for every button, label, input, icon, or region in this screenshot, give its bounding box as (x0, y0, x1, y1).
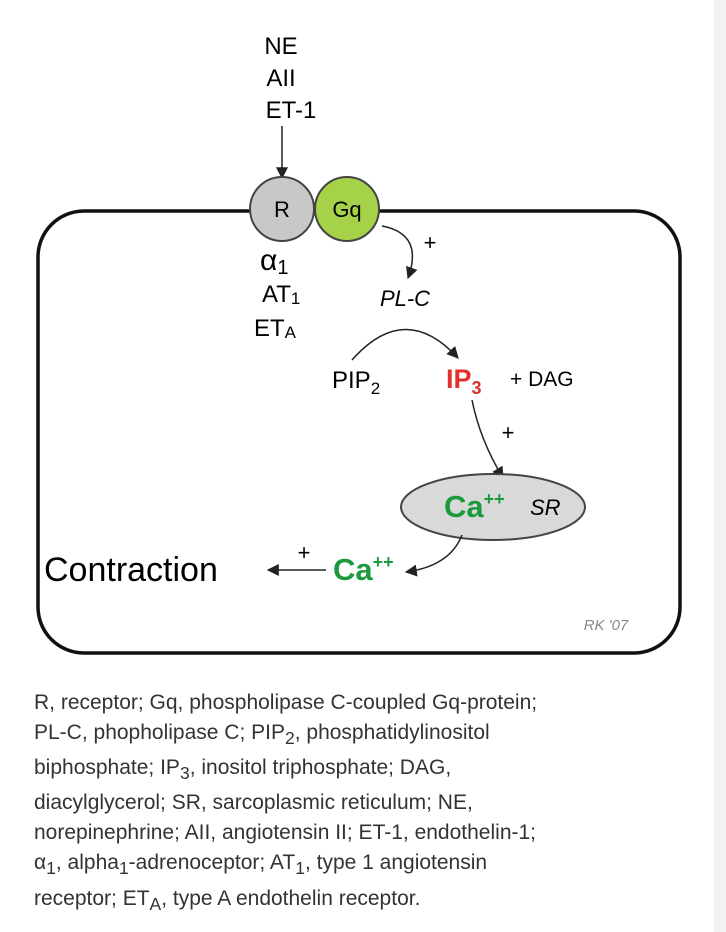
caption-line: diacylglycerol; SR, sarcoplasmic reticul… (34, 791, 473, 815)
subtype-eta: ETA (254, 315, 297, 342)
plus-ip3: + (502, 420, 515, 445)
ligand-et1: ET-1 (266, 97, 317, 124)
caption-line: α1, alpha1-adrenoceptor; AT1, type 1 ang… (34, 851, 488, 879)
pip2-to-ip3-arrow (351, 328, 459, 361)
plus-ca: + (298, 540, 311, 565)
substrate-pip2: PIP2 (332, 367, 380, 398)
signaling-diagram: NE AII ET-1 R Gq α1 AT1 ETA + PL-C PIP2 … (36, 33, 682, 655)
sr-calcium: Ca++ (444, 489, 505, 524)
receptor-label: R (274, 197, 290, 222)
caption-line: norepinephrine; AII, angiotensin II; ET-… (34, 821, 537, 845)
outcome-contraction: Contraction (44, 551, 218, 589)
cytosol-calcium: Ca++ (333, 552, 394, 587)
sr-label: SR (530, 495, 561, 520)
caption-line: PL-C, phopholipase C; PIP2, phosphatidyl… (34, 721, 490, 749)
caption-line: R, receptor; Gq, phospholipase C-coupled… (34, 691, 538, 714)
plus-gq: + (424, 230, 437, 255)
gprotein-label: Gq (332, 197, 361, 222)
product-ip3: IP3 (446, 364, 482, 398)
ligand-aii: AII (266, 65, 295, 92)
sr-to-ca-arrow (404, 534, 463, 577)
subtype-at1: AT1 (262, 281, 300, 308)
coproduct-dag: + DAG (510, 368, 574, 391)
enzyme-plc: PL-C (380, 286, 430, 311)
ligand-ne: NE (264, 33, 297, 60)
caption-line: receptor; ETA, type A endothelin recepto… (34, 886, 421, 914)
gprotein-circle (314, 176, 380, 242)
sarcoplasmic-reticulum (400, 473, 586, 541)
legend-caption: R, receptor; Gq, phospholipase C-coupled… (34, 688, 694, 919)
ip3-to-sr-arrow (471, 399, 504, 480)
gq-to-plc-arrow (381, 225, 418, 280)
subtype-alpha1: α1 (260, 244, 288, 279)
right-edge-strip (714, 0, 726, 932)
caption-line: biphosphate; IP3, inositol triphosphate;… (34, 756, 452, 784)
author-signature: RK '07 (584, 617, 629, 634)
